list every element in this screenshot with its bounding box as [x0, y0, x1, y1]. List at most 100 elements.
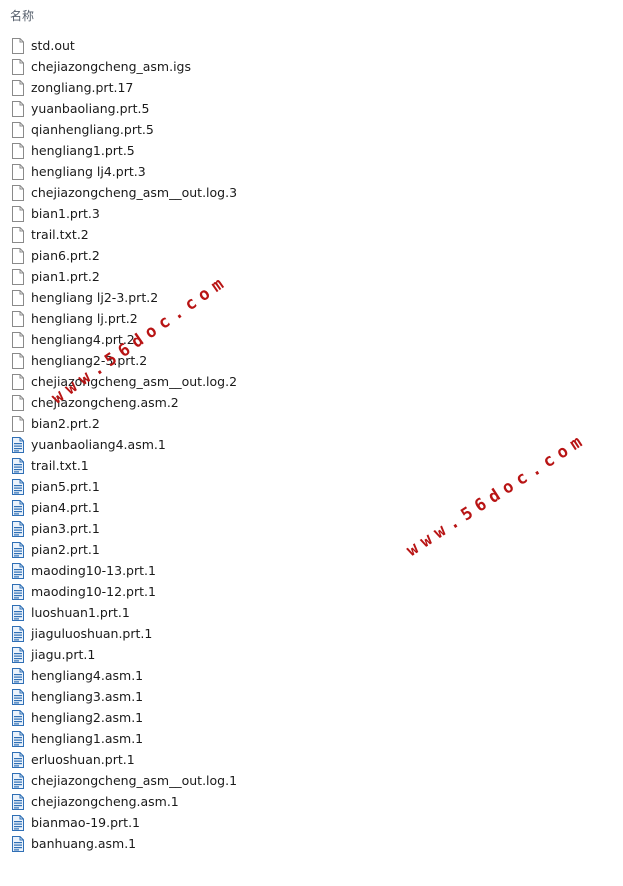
file-row[interactable]: pian3.prt.1	[12, 518, 412, 539]
file-row[interactable]: chejiazongcheng_asm.igs	[12, 56, 412, 77]
document-file-icon	[12, 520, 24, 537]
file-name: pian2.prt.1	[31, 542, 100, 557]
blank-file-icon	[12, 268, 24, 285]
file-row[interactable]: zongliang.prt.17	[12, 77, 412, 98]
file-name: hengliang2.asm.1	[31, 710, 144, 725]
file-row[interactable]: jiaguluoshuan.prt.1	[12, 623, 412, 644]
file-row[interactable]: maoding10-13.prt.1	[12, 560, 412, 581]
document-file-icon	[12, 730, 24, 747]
document-file-icon	[12, 604, 24, 621]
document-file-icon	[12, 709, 24, 726]
file-row[interactable]: pian2.prt.1	[12, 539, 412, 560]
blank-file-icon	[12, 226, 24, 243]
file-name: hengliang3.asm.1	[31, 689, 144, 704]
file-name: std.out	[31, 38, 75, 53]
file-name: qianhengliang.prt.5	[31, 122, 154, 137]
file-row[interactable]: yuanbaoliang4.asm.1	[12, 434, 412, 455]
file-name: chejiazongcheng_asm.igs	[31, 59, 191, 74]
document-file-icon	[12, 562, 24, 579]
file-name: chejiazongcheng_asm__out.log.3	[31, 185, 238, 200]
file-name: bian2.prt.2	[31, 416, 100, 431]
file-name: trail.txt.2	[31, 227, 89, 242]
file-row[interactable]: hengliang2-3.prt.2	[12, 350, 412, 371]
blank-file-icon	[12, 373, 24, 390]
file-row[interactable]: hengliang lj4.prt.3	[12, 161, 412, 182]
file-name: hengliang lj.prt.2	[31, 311, 138, 326]
file-row[interactable]: hengliang1.prt.5	[12, 140, 412, 161]
file-name: banhuang.asm.1	[31, 836, 137, 851]
file-row[interactable]: bianmao-19.prt.1	[12, 812, 412, 833]
file-row[interactable]: hengliang2.asm.1	[12, 707, 412, 728]
document-file-icon	[12, 583, 24, 600]
document-file-icon	[12, 667, 24, 684]
blank-file-icon	[12, 394, 24, 411]
file-name: pian5.prt.1	[31, 479, 100, 494]
file-name: chejiazongcheng.asm.1	[31, 794, 179, 809]
file-row[interactable]: hengliang1.asm.1	[12, 728, 412, 749]
file-row[interactable]: chejiazongcheng_asm__out.log.3	[12, 182, 412, 203]
file-row[interactable]: hengliang lj2-3.prt.2	[12, 287, 412, 308]
file-row[interactable]: pian1.prt.2	[12, 266, 412, 287]
file-row[interactable]: chejiazongcheng.asm.1	[12, 791, 412, 812]
file-name: erluoshuan.prt.1	[31, 752, 135, 767]
blank-file-icon	[12, 331, 24, 348]
file-name: trail.txt.1	[31, 458, 89, 473]
file-name: pian4.prt.1	[31, 500, 100, 515]
blank-file-icon	[12, 310, 24, 327]
document-file-icon	[12, 688, 24, 705]
document-file-icon	[12, 625, 24, 642]
document-file-icon	[12, 772, 24, 789]
blank-file-icon	[12, 37, 24, 54]
file-row[interactable]: bian2.prt.2	[12, 413, 412, 434]
watermark-text: www.56doc.com	[403, 429, 591, 561]
file-row[interactable]: pian6.prt.2	[12, 245, 412, 266]
document-file-icon	[12, 436, 24, 453]
file-name: pian1.prt.2	[31, 269, 100, 284]
document-file-icon	[12, 814, 24, 831]
blank-file-icon	[12, 247, 24, 264]
file-name: hengliang lj4.prt.3	[31, 164, 146, 179]
file-name: zongliang.prt.17	[31, 80, 134, 95]
blank-file-icon	[12, 415, 24, 432]
file-row[interactable]: jiagu.prt.1	[12, 644, 412, 665]
file-name: bian1.prt.3	[31, 206, 100, 221]
blank-file-icon	[12, 184, 24, 201]
file-row[interactable]: chejiazongcheng.asm.2	[12, 392, 412, 413]
file-row[interactable]: chejiazongcheng_asm__out.log.1	[12, 770, 412, 791]
blank-file-icon	[12, 121, 24, 138]
file-name: yuanbaoliang4.asm.1	[31, 437, 166, 452]
file-name: yuanbaoliang.prt.5	[31, 101, 150, 116]
file-row[interactable]: hengliang3.asm.1	[12, 686, 412, 707]
file-row[interactable]: chejiazongcheng_asm__out.log.2	[12, 371, 412, 392]
file-row[interactable]: pian4.prt.1	[12, 497, 412, 518]
file-name: hengliang4.prt.2	[31, 332, 135, 347]
document-file-icon	[12, 541, 24, 558]
document-file-icon	[12, 751, 24, 768]
file-row[interactable]: qianhengliang.prt.5	[12, 119, 412, 140]
file-name: pian3.prt.1	[31, 521, 100, 536]
file-row[interactable]: hengliang4.asm.1	[12, 665, 412, 686]
name-column-header[interactable]: 名称	[10, 9, 35, 23]
file-row[interactable]: luoshuan1.prt.1	[12, 602, 412, 623]
file-row[interactable]: banhuang.asm.1	[12, 833, 412, 854]
file-name: maoding10-13.prt.1	[31, 563, 156, 578]
file-row[interactable]: trail.txt.1	[12, 455, 412, 476]
document-file-icon	[12, 499, 24, 516]
file-row[interactable]: hengliang4.prt.2	[12, 329, 412, 350]
blank-file-icon	[12, 142, 24, 159]
document-file-icon	[12, 835, 24, 852]
file-row[interactable]: erluoshuan.prt.1	[12, 749, 412, 770]
blank-file-icon	[12, 289, 24, 306]
file-row[interactable]: hengliang lj.prt.2	[12, 308, 412, 329]
file-row[interactable]: trail.txt.2	[12, 224, 412, 245]
file-list: std.out chejiazongcheng_asm.igs zongliang.…	[12, 35, 412, 854]
file-row[interactable]: std.out	[12, 35, 412, 56]
file-name: jiaguluoshuan.prt.1	[31, 626, 153, 641]
file-row[interactable]: pian5.prt.1	[12, 476, 412, 497]
file-row[interactable]: maoding10-12.prt.1	[12, 581, 412, 602]
file-row[interactable]: yuanbaoliang.prt.5	[12, 98, 412, 119]
file-row[interactable]: bian1.prt.3	[12, 203, 412, 224]
file-name: chejiazongcheng.asm.2	[31, 395, 179, 410]
file-name: hengliang2-3.prt.2	[31, 353, 148, 368]
blank-file-icon	[12, 79, 24, 96]
